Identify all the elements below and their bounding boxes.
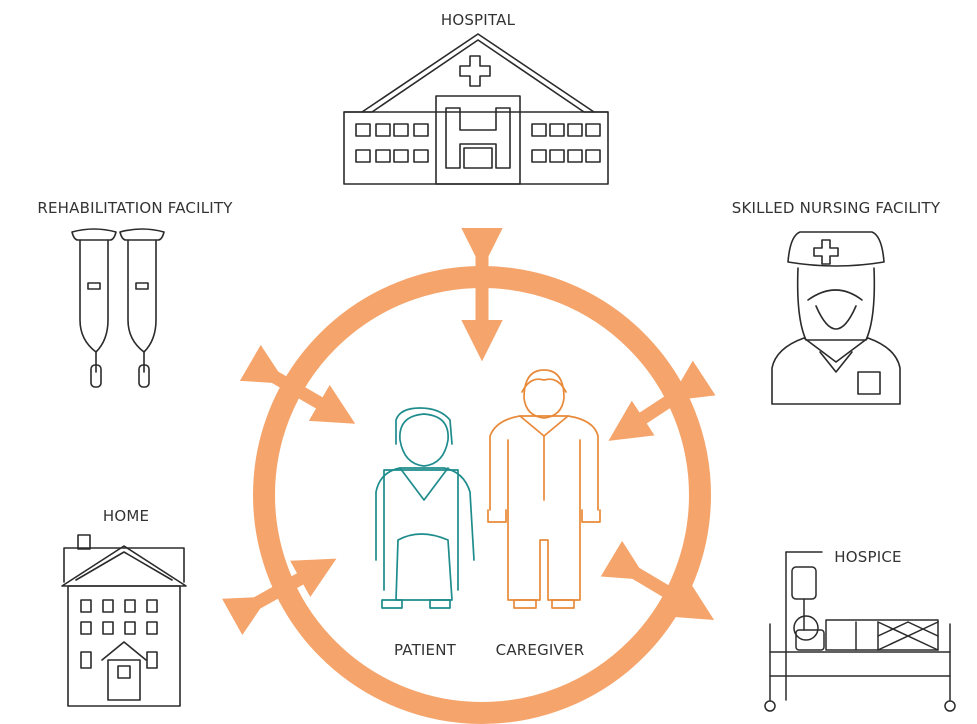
house-icon [61, 534, 187, 707]
patient-label: PATIENT [394, 641, 457, 659]
hospice-label: HOSPICE [834, 548, 901, 566]
caregiver-label: CAREGIVER [496, 641, 585, 659]
crutches-icon [71, 228, 165, 388]
hospice-bed-icon [764, 551, 956, 712]
nurse-icon [771, 231, 901, 405]
rehab-label: REHABILITATION FACILITY [37, 199, 233, 217]
arrow-hospice [600, 540, 715, 620]
arrow-snf [608, 360, 716, 441]
arrow-home [221, 558, 337, 636]
patient-icon [375, 407, 475, 609]
arrow-rehab [239, 344, 356, 424]
caregiver-icon [487, 369, 601, 609]
snf-label: SKILLED NURSING FACILITY [732, 199, 941, 217]
care-ring [253, 266, 711, 724]
hospital-icon [343, 33, 609, 185]
arrows [221, 227, 716, 636]
hospital-label: HOSPITAL [441, 11, 516, 29]
home-label: HOME [103, 507, 149, 525]
